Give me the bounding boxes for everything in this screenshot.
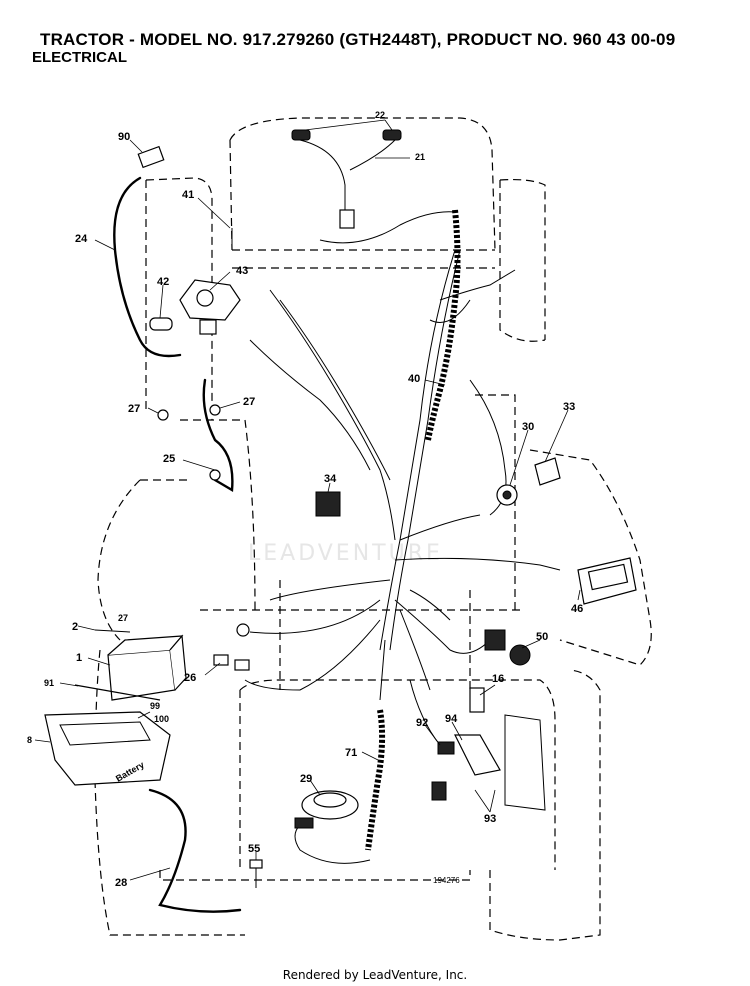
callout-46: 46 <box>571 603 583 615</box>
footer-credit: Rendered by LeadVenture, Inc. <box>282 968 468 982</box>
callout-41: 41 <box>182 189 194 201</box>
callout-94: 94 <box>445 713 458 725</box>
callouts: 90 24 41 43 42 22 21 40 27 27 25 34 33 3… <box>27 110 583 889</box>
callout-93: 93 <box>484 813 496 825</box>
callout-33: 33 <box>563 401 575 413</box>
drawing-number: 194276 <box>433 876 460 885</box>
callout-42: 42 <box>157 276 169 288</box>
callout-26: 26 <box>184 672 196 684</box>
callout-92: 92 <box>416 717 428 729</box>
leader-lines <box>34 119 581 881</box>
callout-28: 28 <box>115 877 127 889</box>
callout-91: 91 <box>44 678 54 688</box>
callout-21: 21 <box>415 152 425 162</box>
callout-27a: 27 <box>128 403 140 415</box>
callout-71: 71 <box>345 747 357 759</box>
parts <box>44 129 637 888</box>
callout-43: 43 <box>236 265 248 277</box>
callout-25: 25 <box>163 453 175 465</box>
callout-27b: 27 <box>243 396 255 408</box>
callout-40: 40 <box>408 373 420 385</box>
callout-8: 8 <box>27 735 32 745</box>
coiled-conduit <box>365 209 461 851</box>
page-title: TRACTOR - MODEL NO. 917.279260 (GTH2448T… <box>40 30 676 49</box>
callout-90: 90 <box>118 131 130 143</box>
callout-22: 22 <box>375 110 385 120</box>
wire-harness <box>244 139 561 864</box>
callout-30: 30 <box>522 421 534 433</box>
page-subtitle: ELECTRICAL <box>32 49 127 66</box>
watermark: LEADVENTURE <box>248 541 443 566</box>
callout-99: 99 <box>150 701 160 711</box>
callout-16: 16 <box>492 673 504 685</box>
battery-cables <box>113 176 242 913</box>
callout-1: 1 <box>76 652 82 664</box>
callout-100: 100 <box>154 714 169 724</box>
callout-2: 2 <box>72 621 78 633</box>
callout-29: 29 <box>300 773 312 785</box>
callout-34: 34 <box>324 473 337 485</box>
callout-27c: 27 <box>118 613 128 623</box>
callout-50: 50 <box>536 631 548 643</box>
callout-24: 24 <box>75 233 88 245</box>
callout-55: 55 <box>248 843 260 855</box>
